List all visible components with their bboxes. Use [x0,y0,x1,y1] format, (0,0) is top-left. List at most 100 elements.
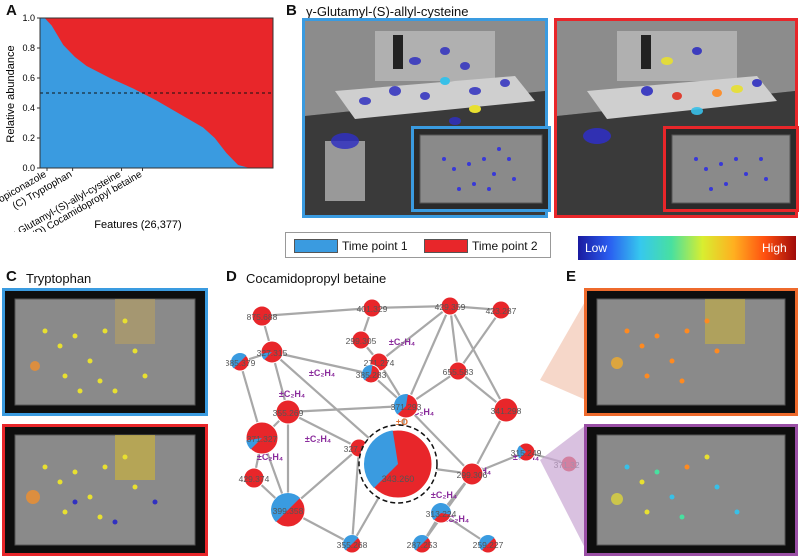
node-slice-time1 [394,394,408,415]
node-label: 371.293 [391,402,422,412]
floorplan-scene [14,434,196,546]
node-slice-time2 [275,399,301,425]
node-label: 401.329 [357,304,388,314]
panel-a-chart: Relative abundance 0.00.20.40.60.81.0 Pr… [0,13,274,232]
network-edge [350,447,361,545]
node-label: 315.249 [511,448,542,458]
network-node: 655.583 [443,361,474,381]
node-label: 385.379 [226,358,256,368]
node-slice-time1 [246,438,262,450]
y-tick-label: 0.6 [22,73,35,83]
floorplan-scene [671,134,791,204]
node-slice-time1 [231,353,247,369]
edge-label: ±C₂H₄ [257,452,283,462]
y-tick-label: 0.4 [22,103,35,113]
floorplan-scene [14,298,196,406]
edge-label: ±O [396,417,408,427]
node-slice-time1 [261,352,272,360]
network-edge [287,411,360,449]
node-slice-time1 [364,430,398,489]
network-edge [261,306,373,318]
node-label: 343.260 [382,474,415,484]
network-node: 299.305 [346,330,377,350]
network-node: 299.306 [457,462,488,486]
center-node: 343.260 [358,424,438,504]
molecular-network: ±C₂H₄ ±C₂H₄ ±C₂H₄ ±C₂H₄ ±C₂H₄ ±C₂H₄ ±C₂H₄ ±C₂H₄… [226,296,580,554]
network-node: 385.283 [356,364,387,384]
network-node: 423.287 [486,300,517,320]
network-node: 327.315 [257,340,288,364]
network-node: 399.358 [270,492,306,528]
node-slice-time2 [448,361,468,381]
node-slice-time1 [271,493,301,523]
network-edge [457,309,502,372]
node-slice-time2 [243,467,265,489]
panel-d-letter: D [226,268,237,285]
network-edge [449,305,507,411]
floorplan-inset-time1 [411,126,551,212]
panel-d-title: Cocamidopropyl betaine [246,271,387,286]
floorplan-scene [596,434,786,546]
floorplan-scene [596,298,786,406]
network-edge [378,305,451,363]
colorbar-high-label: High [762,241,787,255]
floorplan-highlight-2 [584,424,798,556]
node-slice-time1 [362,365,373,381]
network-node: 429.374 [239,467,270,489]
legend-label-time2: Time point 2 [472,239,538,253]
floorplan-inset-time2 [663,126,799,212]
network-node: 287.253 [407,534,438,554]
node-label: 355.268 [337,540,368,550]
node-label: 259.227 [473,540,504,550]
network-node: 385.379 [226,352,256,372]
legend-swatch-time2 [424,239,468,253]
node-slice-time2 [251,305,273,327]
y-tick-label: 1.0 [22,13,35,23]
network-edge [405,405,473,475]
time-legend: Time point 1 Time point 2 [285,232,551,258]
edge-label: ±C₂H₄ [279,389,305,399]
node-label: 875.688 [247,312,278,322]
node-label: 423.287 [486,306,517,316]
network-node: 313.224 [426,502,457,524]
network-node: 341.298 [491,397,522,423]
floorplan-highlight-1 [584,288,798,416]
node-label: 327.315 [257,348,288,358]
panel-c-letter: C [6,268,17,285]
network-edge [404,305,452,407]
network-edge [271,350,372,376]
floorplan-tryptophan-time2 [2,424,208,556]
node-label: 299.306 [457,470,488,480]
y-tick-label: 0.0 [22,163,35,173]
network-node: 875.688 [247,305,278,327]
intensity-colorbar [578,236,796,260]
node-slice-time2 [460,462,484,486]
network-nodes: 875.688 401.329 429.359 423.287 299.305 327.3… [226,296,580,554]
edge-label: ±C₂H₄ [431,490,457,500]
edge-label: ±C₂H₄ [443,514,469,524]
panel-b-title: γ-Glutamyl-(S)-allyl-cysteine [306,4,469,19]
legend-swatch-time1 [294,239,338,253]
node-label: 429.359 [435,302,466,312]
node-label: 399.358 [273,506,304,516]
node-label: 371.327 [247,434,278,444]
node-label: 355.269 [273,408,304,418]
node-slice-time2 [493,397,519,423]
zoom-wedges [540,300,586,550]
node-slice-time1 [430,503,451,521]
network-node: 315.249 [511,442,542,462]
y-tick-label: 0.2 [22,133,35,143]
edge-label: ±C₂H₄ [389,337,415,347]
node-slice-time2 [491,300,511,320]
y-axis-label: Relative abundance [5,45,17,142]
edge-label: ±C₂H₄ [408,407,434,417]
edge-label: ±C₂H₄ [309,368,335,378]
kitchen-render-time1 [302,18,548,218]
network-node: 429.359 [435,296,466,316]
edge-label: ±C₂H₄ [305,434,331,444]
node-slice-time1 [343,535,359,551]
node-label: 385.283 [356,370,387,380]
node-slice-time1 [479,535,495,551]
node-slice-time1 [413,535,429,551]
panel-c-title: Tryptophan [26,271,92,286]
